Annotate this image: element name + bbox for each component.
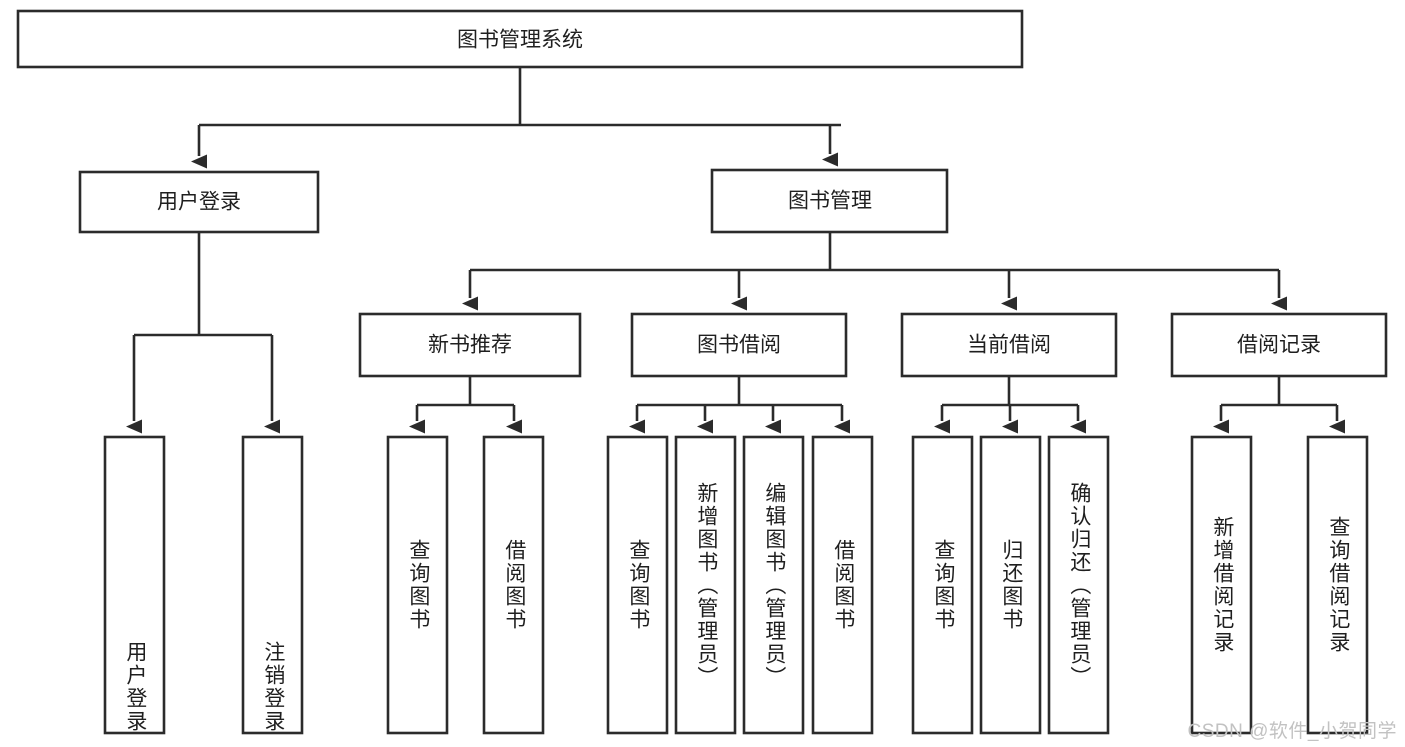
leaf-box-user-login[interactable] [103, 435, 166, 735]
leaf-box-borrow-book[interactable] [811, 435, 874, 735]
leaf-box-query-borrow-record[interactable] [1306, 435, 1369, 735]
leaf-box-return-book[interactable] [979, 435, 1042, 735]
connector-group-current [934, 376, 1086, 434]
node-borrow-record[interactable]: 借阅记录 [1170, 312, 1388, 378]
node-new-book-recommend-box[interactable] [358, 312, 582, 378]
node-user-login-box[interactable] [78, 170, 320, 234]
node-borrow-record-box[interactable] [1170, 312, 1388, 378]
node-user-login-label: 用户登录 [157, 191, 241, 214]
node-current-borrow-box[interactable] [900, 312, 1118, 378]
node-root[interactable]: 图书管理系统 [16, 9, 1024, 69]
connector-group-borrow [629, 376, 850, 434]
leaf-box-logout-login[interactable] [241, 435, 304, 735]
connector-group-new-book [409, 376, 522, 434]
leaf-box-confirm-return-admin[interactable] [1047, 435, 1110, 735]
leaf-box-query-book-new[interactable] [386, 435, 449, 735]
node-book-management[interactable]: 图书管理 [710, 168, 949, 234]
node-user-login[interactable]: 用户登录 [78, 170, 320, 234]
leaf-box-borrow-book-new[interactable] [482, 435, 545, 735]
node-book-borrow-box[interactable] [630, 312, 848, 378]
connector-group-record [1213, 376, 1345, 434]
leaf-box-query-book-current[interactable] [911, 435, 974, 735]
node-current-borrow-label: 当前借阅 [967, 334, 1051, 357]
node-new-book-recommend-label: 新书推荐 [428, 334, 512, 357]
node-new-book-recommend[interactable]: 新书推荐 [358, 312, 582, 378]
node-borrow-record-label: 借阅记录 [1237, 334, 1321, 357]
leaf-box-add-book-admin[interactable] [674, 435, 737, 735]
node-root-label: 图书管理系统 [457, 29, 583, 52]
connector-group-book-mgmt [462, 232, 1287, 311]
connector-group-user-login [126, 232, 280, 434]
node-book-borrow-label: 图书借阅 [697, 334, 781, 357]
leaf-box-edit-book-admin[interactable] [742, 435, 805, 735]
node-book-management-label: 图书管理 [788, 190, 872, 213]
node-root-box[interactable] [16, 9, 1024, 69]
leaf-boxes [103, 435, 1369, 735]
connector-group-root [191, 67, 841, 169]
leaf-box-query-book-borrow[interactable] [606, 435, 669, 735]
node-book-management-box[interactable] [710, 168, 949, 234]
node-current-borrow[interactable]: 当前借阅 [900, 312, 1118, 378]
watermark-text: CSDN @软件_小贺同学 [1187, 721, 1397, 742]
node-book-borrow[interactable]: 图书借阅 [630, 312, 848, 378]
leaf-box-add-borrow-record[interactable] [1190, 435, 1253, 735]
